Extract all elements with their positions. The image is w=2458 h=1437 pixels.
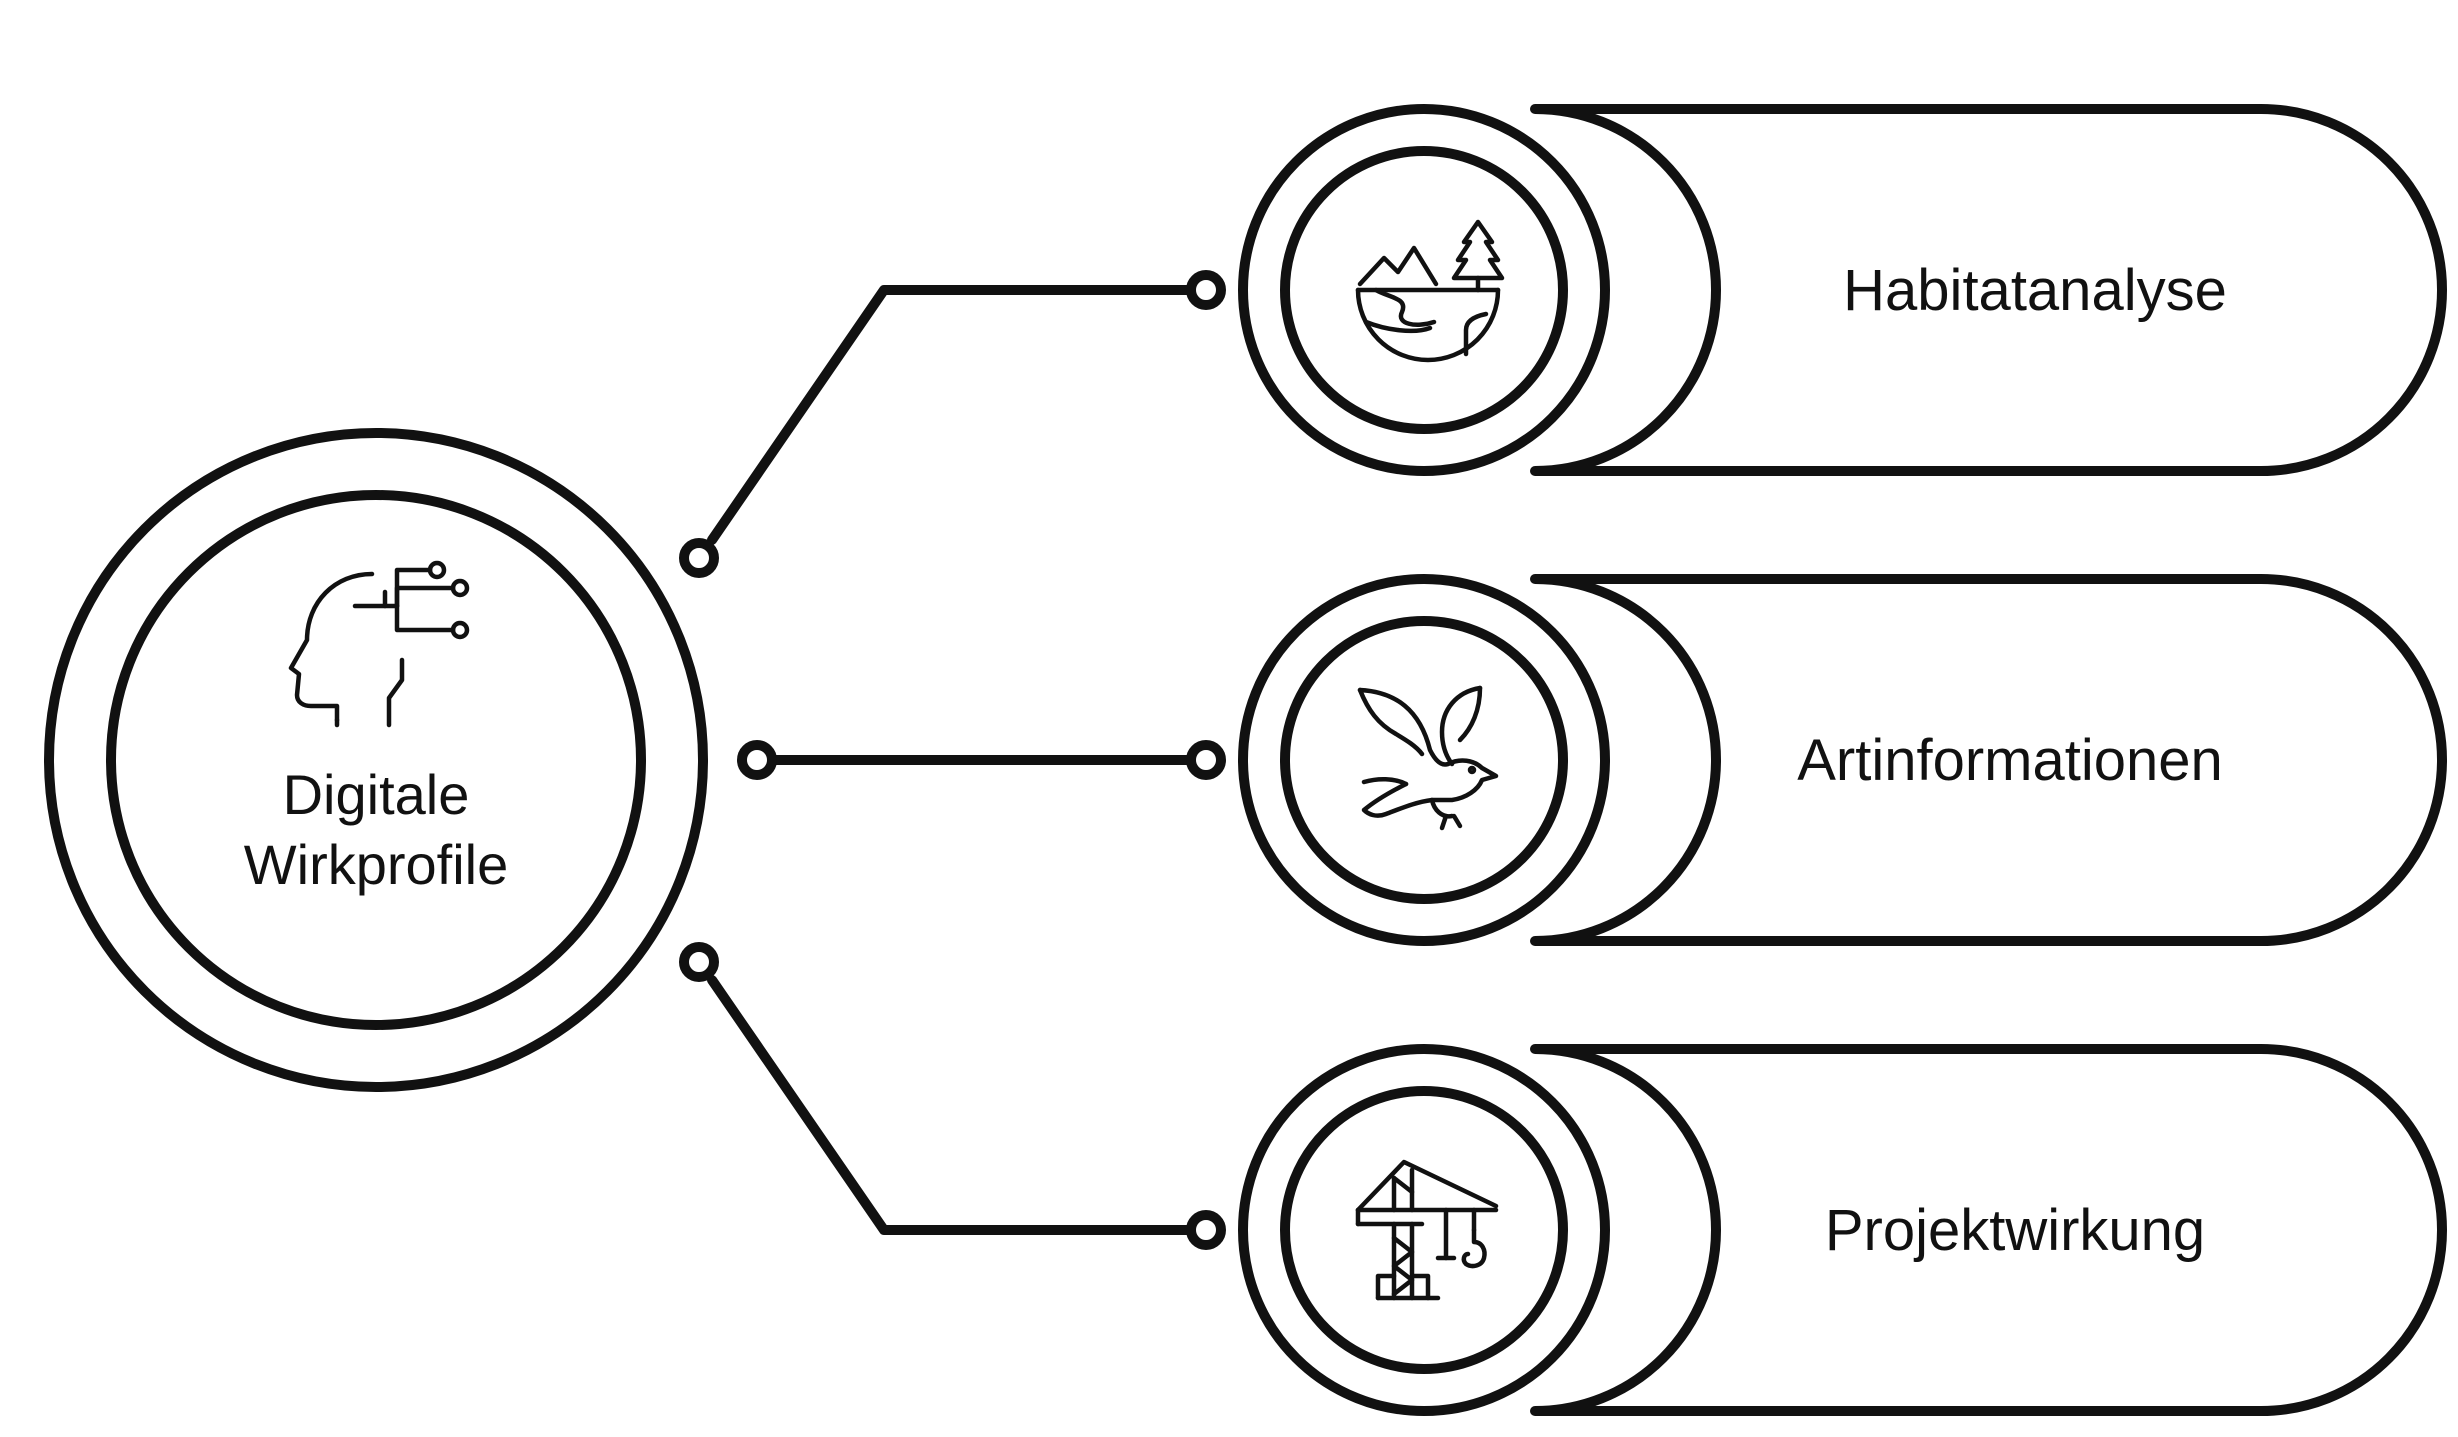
branch-habitatanalyse: Habitatanalyse bbox=[1238, 104, 2447, 476]
ai-head-icon bbox=[288, 560, 470, 728]
branch-projektwirkung: Projektwirkung bbox=[1238, 1044, 2447, 1416]
connector-projektwirkung bbox=[679, 942, 1226, 1250]
connector-dot-end bbox=[1186, 1210, 1226, 1250]
connector-habitatanalyse bbox=[679, 270, 1226, 578]
connector-dot-end bbox=[1186, 740, 1226, 780]
landscape-icon bbox=[1355, 219, 1505, 363]
center-label-line1: Digitale bbox=[283, 763, 470, 826]
connector-dot-start bbox=[679, 942, 719, 982]
connector-dot-start bbox=[737, 740, 777, 780]
crane-icon bbox=[1355, 1159, 1499, 1301]
branch-label: Artinformationen bbox=[1797, 728, 2223, 793]
branch-label: Habitatanalyse bbox=[1843, 258, 2227, 323]
center-node: Digitale Wirkprofile bbox=[44, 428, 708, 1092]
center-label-line2: Wirkprofile bbox=[244, 833, 508, 896]
branch-label: Projektwirkung bbox=[1825, 1198, 2205, 1263]
branch-artinformationen: Artinformationen bbox=[1238, 574, 2447, 946]
connector-artinformationen bbox=[737, 740, 1226, 780]
bird-icon bbox=[1357, 685, 1499, 831]
connector-dot-end bbox=[1186, 270, 1226, 310]
connector-dot-start bbox=[679, 538, 719, 578]
